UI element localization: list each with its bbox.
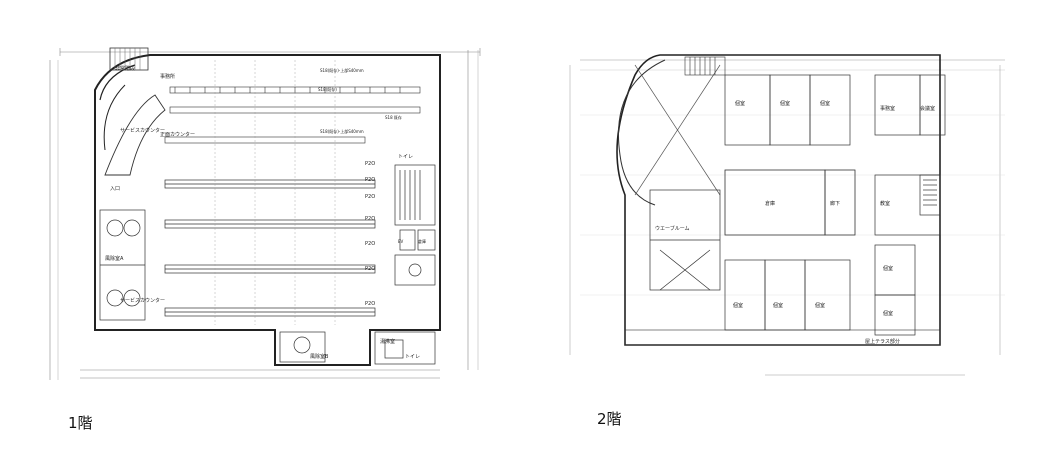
shelf-label-1: S18(既存)-上部S40mm: [320, 67, 364, 73]
row-label-4: P2O: [365, 216, 375, 222]
room-main: 倉庫: [765, 200, 775, 207]
row-label-1: P2O: [365, 161, 375, 167]
room-customer-counter: サービスカウンター: [120, 297, 165, 304]
room-entrance: 入口: [110, 186, 120, 192]
room-r1: 個室: [735, 100, 745, 107]
room-b: 個室: [883, 265, 893, 272]
service-block: [394, 164, 436, 286]
entrance-zone: [99, 209, 146, 321]
shelf-label-4: S18(既存)-上部S40mm: [320, 128, 364, 134]
room-windfront: 風除室A: [105, 255, 124, 262]
room-r5: 個室: [773, 302, 783, 309]
room-storage: 倉庫: [418, 238, 426, 244]
room-elevator: EV: [398, 239, 404, 244]
room-windroom-b: 風除室B: [310, 353, 329, 360]
room-wc2: トイレ: [405, 354, 420, 360]
shelf-label-3: S18 既存: [385, 114, 402, 120]
row-label-2: P2O: [365, 177, 375, 183]
long-shelves: [164, 179, 376, 317]
room-office2: 会議室: [920, 105, 935, 112]
room-counter: サービスカウンター: [120, 127, 165, 134]
room-stair-top: 非常階段: [115, 65, 135, 72]
floor-plan-1-drawing: 非常階段 事務所 S18(既存)-上部S40mm S18(既存) S18 既存 …: [49, 47, 481, 380]
room-wc: トイレ: [398, 154, 413, 160]
stair-top: [109, 47, 149, 71]
row-label-6: P2O: [365, 266, 375, 272]
room-bottom: 屋上テラス部分: [865, 338, 900, 345]
room-pro: 教室: [880, 200, 890, 207]
room-front-counter: 正面カウンター: [160, 131, 195, 138]
room-c: 個室: [883, 310, 893, 317]
floor-plan-1: 非常階段 事務所 S18(既存)-上部S40mm S18(既存) S18 既存 …: [40, 40, 490, 390]
room-r3: 個室: [820, 100, 830, 107]
row-label-7: P2O: [365, 301, 375, 307]
room-pantry: 湯沸室: [380, 338, 395, 345]
room-office1: 事務室: [880, 105, 895, 112]
row-label-3: P2O: [365, 194, 375, 200]
room-r2: 個室: [780, 100, 790, 107]
floor-label-1: 1階: [68, 414, 93, 432]
shelf-rows: [164, 86, 421, 144]
room-corridor: 廊下: [830, 200, 840, 207]
room-hall: ウエーブルーム: [655, 225, 690, 232]
floor-plan-2: 個室 個室 個室 事務室 会議室 ウエーブルーム 倉庫 廊下 教室: [565, 45, 1015, 390]
shelf-label-2: S18(既存): [318, 86, 337, 92]
room-r4: 個室: [733, 302, 743, 309]
row-label-5: P2O: [365, 241, 375, 247]
floor-plan-2-drawing: 個室 個室 個室 事務室 会議室 ウエーブルーム 倉庫 廊下 教室: [569, 54, 1005, 376]
room-r6: 個室: [815, 302, 825, 309]
floor-label-2: 2階: [597, 410, 622, 428]
room-office: 事務所: [160, 73, 175, 80]
